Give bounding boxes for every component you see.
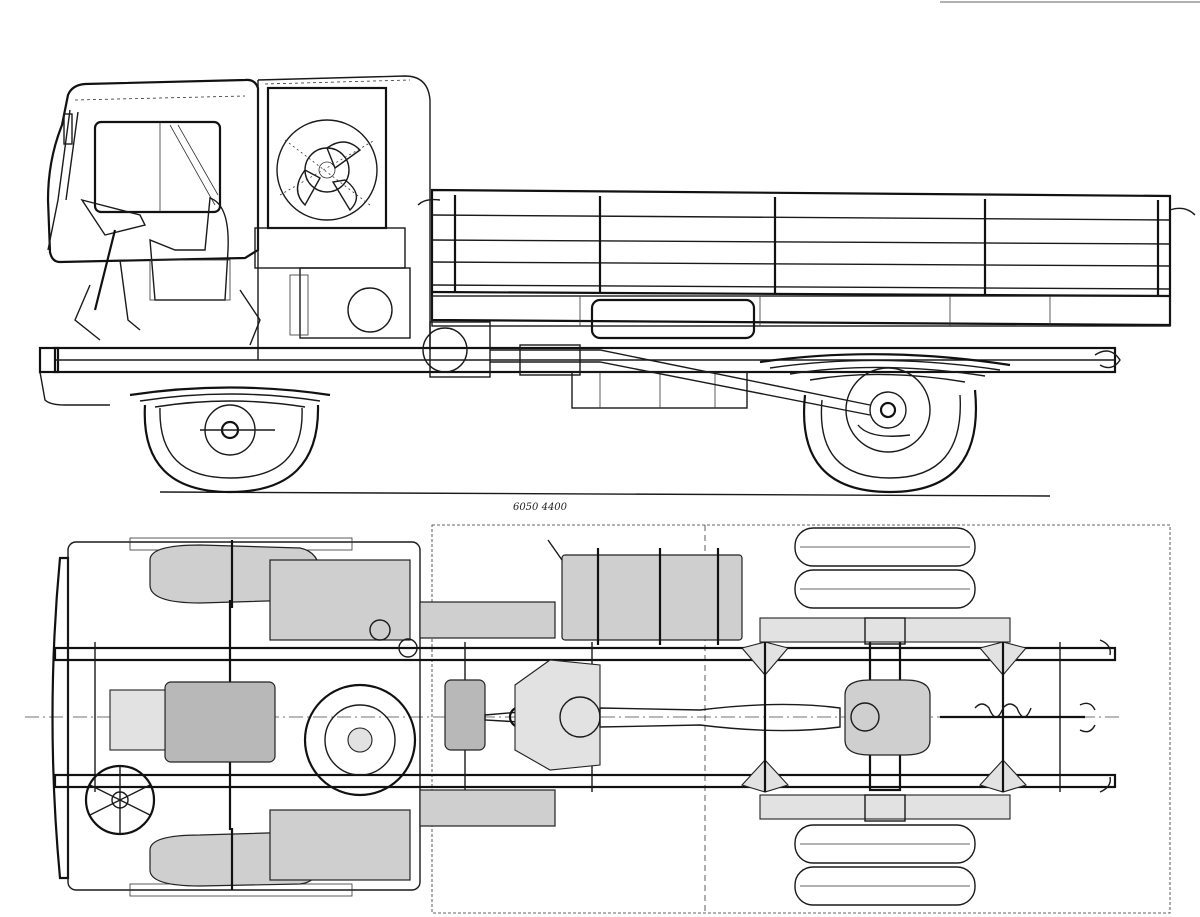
rear-wheel-side [803, 367, 977, 494]
tow-coupling-plan [940, 639, 1111, 793]
steering-wheel-plan [84, 764, 156, 836]
front-wheel-side [143, 404, 320, 494]
driveshaft-plan [419, 601, 841, 827]
engine-plan [109, 559, 418, 881]
side-elevation-view: 6050 4400 [38, 1, 1200, 513]
chassis-side: 6050 4400 [53, 298, 1121, 513]
cab-outline [38, 75, 431, 406]
fuel-tank-plan [547, 539, 743, 645]
spring-hangers-plan [741, 641, 1027, 793]
plan-view [25, 524, 1171, 914]
rear-axle-plan [759, 617, 1011, 822]
cargo-bed [417, 188, 1196, 327]
rear-wheels-plan [794, 527, 976, 906]
dimension-label: 6050 4400 [513, 502, 568, 513]
